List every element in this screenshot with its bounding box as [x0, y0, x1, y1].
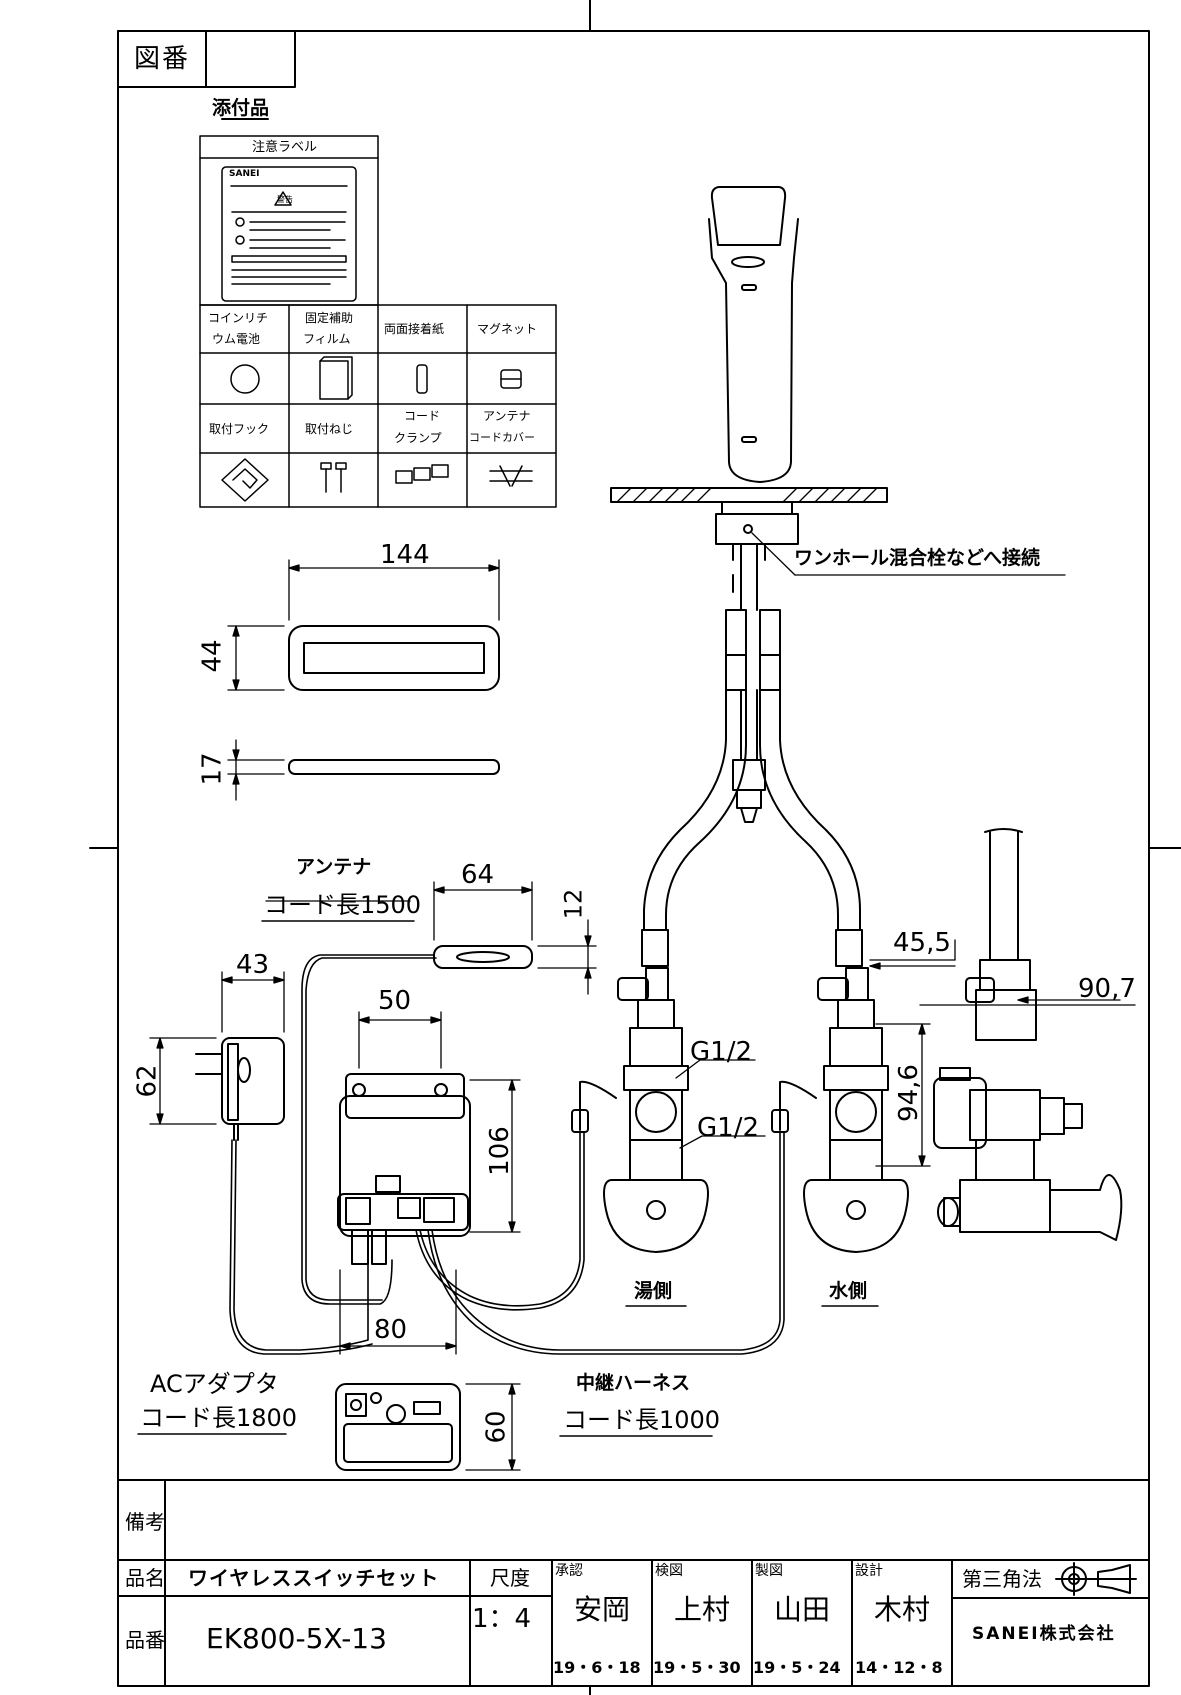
title-block-frame: [118, 1480, 1149, 1686]
accessory-name-6b: クランプ: [394, 431, 442, 445]
antenna-label-1: アンテナ: [296, 856, 372, 878]
counter-top: [611, 488, 887, 502]
dim-controller-depth: 60: [481, 1410, 512, 1444]
cords: [230, 955, 784, 1354]
magnet-icon: [501, 370, 521, 388]
scale-label: 尺度: [490, 1566, 530, 1590]
draft-label: 製図: [755, 1563, 783, 1579]
cold-side-label: 水側: [829, 1280, 868, 1302]
design-label: 設計: [855, 1563, 883, 1579]
design-date: 14・12・8: [855, 1658, 943, 1677]
accessories-table: [200, 119, 556, 507]
accessory-name-7b: コードカバー: [469, 431, 535, 444]
dim-controller-height: 106: [484, 1126, 515, 1176]
accessory-name-1a: 固定補助: [305, 311, 354, 325]
product-number-label: 品番: [125, 1628, 165, 1652]
harness-label-2: コード長1000: [563, 1406, 721, 1434]
accessory-name-0a: コインリチ: [208, 311, 269, 325]
draft-name: 山田: [774, 1593, 831, 1626]
adapter-label-2: コード長1800: [140, 1404, 298, 1432]
approval-date: 19・6・18: [553, 1658, 641, 1677]
thread-lower: G1/2: [697, 1113, 759, 1143]
accessory-name-4: 取付フック: [209, 422, 270, 436]
check-name: 上村: [674, 1593, 731, 1626]
accessory-name-7a: アンテナ: [483, 409, 531, 423]
product-name-label: 品名: [125, 1566, 165, 1590]
accessories-heading: 添付品: [212, 97, 270, 119]
sheet-frame: [90, 0, 1181, 1695]
accessory-name-2: 両面接着紙: [384, 322, 445, 336]
drawing-number-label: 図番: [134, 44, 191, 74]
dim-antenna-width: 64: [461, 860, 495, 890]
film-icon: [320, 357, 352, 399]
accessory-name-0b: ウム電池: [212, 332, 261, 346]
coin-battery-icon: [231, 365, 259, 393]
dim-antenna-thickness: 12: [559, 888, 588, 920]
approval-name: 安岡: [574, 1593, 631, 1626]
dim-adapter-width: 43: [236, 950, 270, 980]
dim-adapter-height: 62: [132, 1064, 163, 1098]
company-name: SANEI株式会社: [972, 1624, 1116, 1644]
accessory-name-6a: コード: [404, 409, 441, 423]
thread-upper: G1/2: [690, 1037, 752, 1067]
approval-label: 承認: [555, 1563, 583, 1579]
check-date: 19・5・30: [653, 1658, 741, 1677]
product-number: EK800-5X-13: [206, 1622, 387, 1655]
drawing-number-box: [118, 31, 295, 87]
accessory-name-1b: フィルム: [303, 332, 351, 346]
mounting-hook-icon: [222, 459, 268, 501]
design-name: 木村: [874, 1593, 931, 1626]
remarks-label: 備考: [125, 1510, 165, 1534]
hot-valve-stack: [572, 968, 708, 1252]
antenna-label-2: コード長1500: [264, 891, 422, 919]
adapter-label-1: ACアダプタ: [150, 1370, 279, 1398]
dim-switch-thickness: 17: [197, 752, 228, 786]
third-angle-projection-icon: [1056, 1563, 1136, 1595]
harness-label-1: 中継ハーネス: [576, 1372, 691, 1394]
accessory-name-3: マグネット: [477, 322, 538, 336]
dim-controller-width: 80: [374, 1315, 408, 1345]
dim-valve-offset: 45,5: [893, 928, 951, 958]
antenna-unit: [266, 882, 596, 994]
scale-value: 1：4: [472, 1604, 532, 1634]
warning-icon: [275, 192, 291, 205]
wireless-switch-views: [228, 560, 499, 800]
projection-method: 第三角法: [962, 1567, 1042, 1591]
antenna-cover-icon: [490, 466, 532, 486]
caution-label-brand: SANEI: [229, 169, 260, 179]
caution-label-warning: 警告: [277, 195, 293, 204]
controller-bottom-view: [336, 1384, 520, 1470]
caution-label-icon: [222, 167, 356, 301]
hot-side-label: 湯側: [634, 1280, 673, 1302]
mounting-screw-icon: [321, 463, 346, 492]
valve-dimensions: [676, 940, 1135, 1166]
cold-valve-stack: [772, 968, 908, 1252]
solenoid-valve-side: [934, 829, 1121, 1240]
supply-hoses: [642, 690, 862, 966]
accessory-name-5: 取付ねじ: [305, 422, 354, 436]
ac-adapter: [150, 972, 284, 1140]
draft-date: 19・5・24: [753, 1658, 841, 1677]
connection-note: ワンホール混合栓などへ接続: [794, 547, 1041, 569]
cord-clamp-icon: [396, 465, 448, 483]
dim-switch-height: 44: [197, 639, 228, 673]
dim-valve-spacing: 90,7: [1078, 974, 1136, 1004]
check-label: 検図: [655, 1563, 683, 1579]
product-name: ワイヤレススイッチセット: [188, 1566, 440, 1590]
faucet-spout: [611, 187, 1065, 822]
dim-switch-width: 144: [380, 540, 430, 570]
dim-controller-hook-pitch: 50: [378, 986, 412, 1016]
controller-unit: [338, 1012, 520, 1354]
label-underlines: [138, 921, 878, 1436]
caution-label-title: 注意ラベル: [252, 140, 318, 155]
adhesive-tape-icon: [417, 365, 427, 393]
dim-valve-height: 94,6: [893, 1064, 924, 1122]
